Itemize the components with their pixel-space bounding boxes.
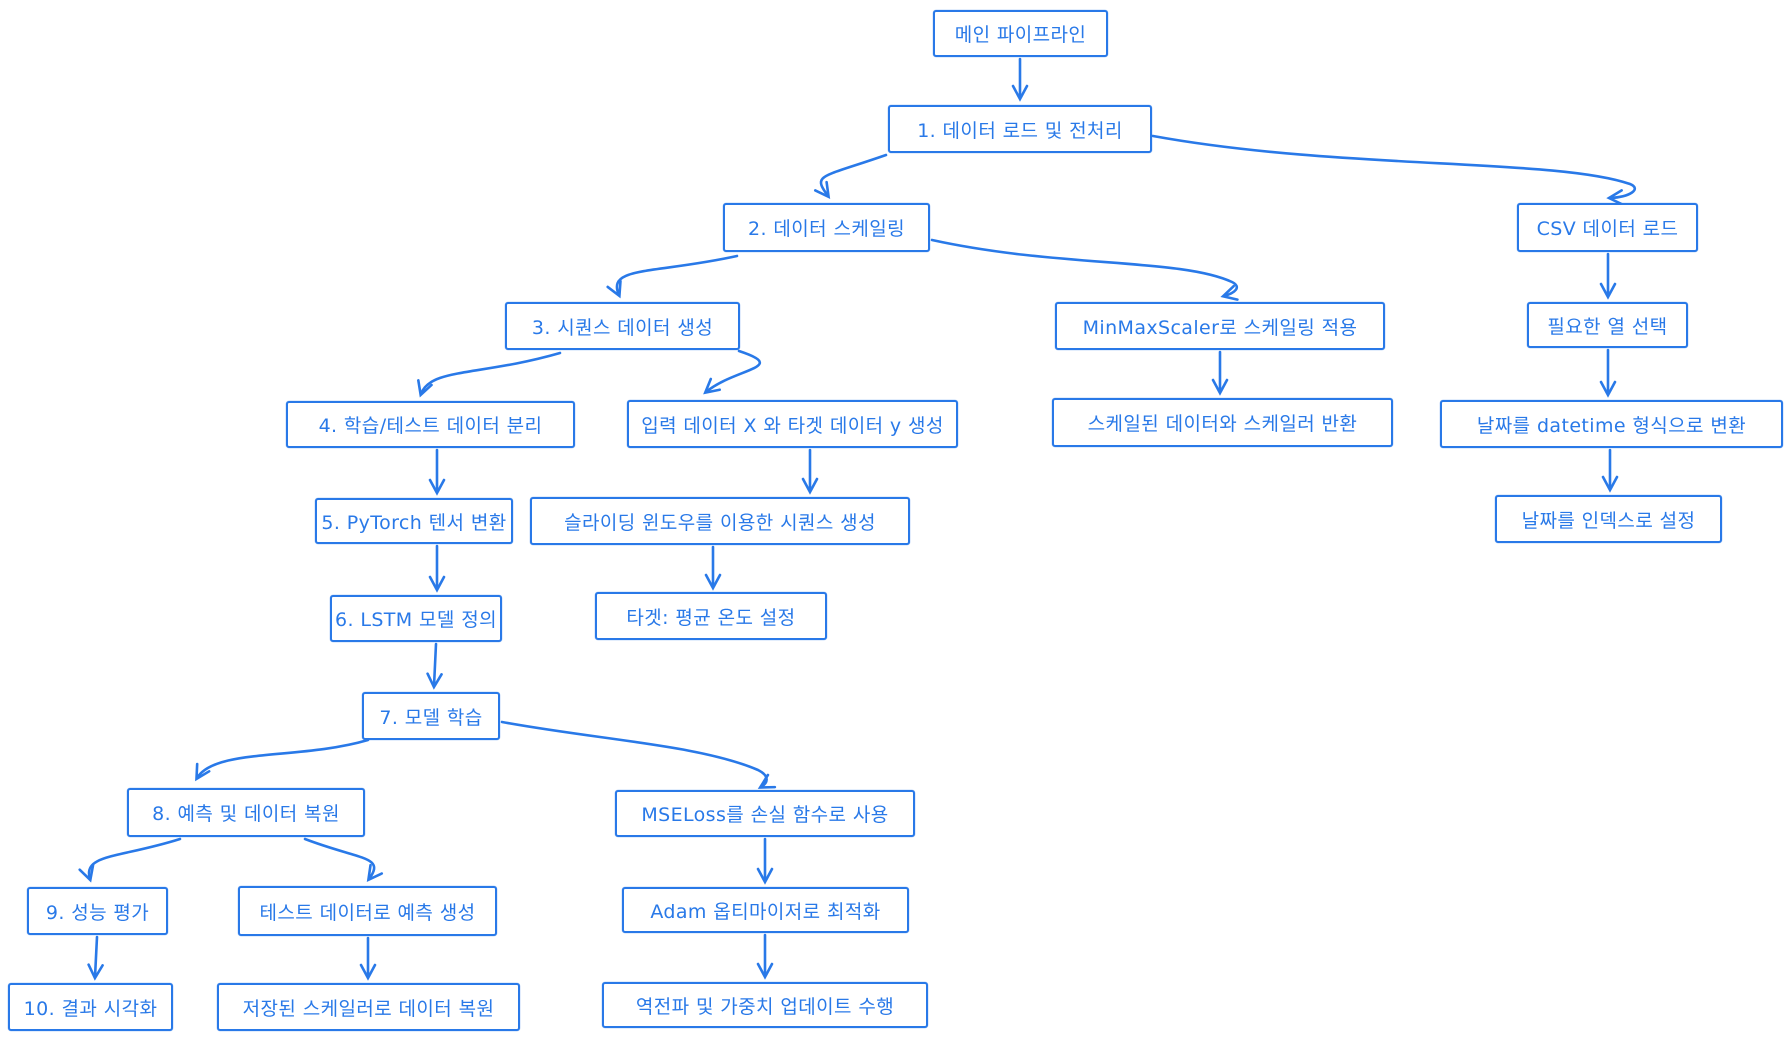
arrow-n3-to-n4[interactable] bbox=[417, 351, 562, 398]
arrow-n3-to-xy[interactable] bbox=[703, 349, 762, 395]
arrow-n7-to-mse[interactable] bbox=[500, 720, 777, 789]
flow-node-label: 날짜를 datetime 형식으로 변환 bbox=[1476, 414, 1747, 437]
arrow-n1-to-n2[interactable] bbox=[813, 153, 888, 200]
flow-node-label: 1. 데이터 로드 및 전처리 bbox=[917, 119, 1123, 142]
flow-node-mse[interactable]: MSELoss를 손실 함수로 사용 bbox=[615, 790, 915, 837]
flow-node-label: 슬라이딩 윈도우를 이용한 시퀀스 생성 bbox=[564, 511, 876, 534]
flow-node-label: MinMaxScaler로 스케일링 적용 bbox=[1082, 316, 1358, 339]
flow-node-csv[interactable]: CSV 데이터 로드 bbox=[1517, 203, 1698, 252]
flow-node-label: 역전파 및 가중치 업데이트 수행 bbox=[635, 995, 895, 1018]
flow-node-label: 메인 파이프라인 bbox=[954, 24, 1087, 46]
arrow-n6-to-n7[interactable] bbox=[426, 642, 443, 690]
flow-node-main[interactable]: 메인 파이프라인 bbox=[933, 10, 1108, 57]
flow-node-n9[interactable]: 9. 성능 평가 bbox=[27, 887, 168, 935]
flow-node-label: 6. LSTM 모델 정의 bbox=[334, 609, 497, 631]
flow-node-label: 7. 모델 학습 bbox=[379, 706, 483, 729]
flow-node-label: 10. 결과 시각화 bbox=[23, 997, 158, 1020]
flow-node-xy[interactable]: 입력 데이터 X 와 타겟 데이터 y 생성 bbox=[627, 400, 958, 448]
flow-node-n7[interactable]: 7. 모델 학습 bbox=[362, 692, 500, 740]
arrow-n2-to-minmax[interactable] bbox=[930, 238, 1239, 301]
flow-node-adam[interactable]: Adam 옵티마이저로 최적화 bbox=[622, 887, 909, 933]
flow-node-n5[interactable]: 5. PyTorch 텐서 변환 bbox=[315, 498, 513, 544]
flow-node-label: 날짜를 인덱스로 설정 bbox=[1521, 509, 1696, 532]
flow-node-label: 타겟: 평균 온도 설정 bbox=[626, 606, 796, 629]
flow-node-scaled[interactable]: 스케일된 데이터와 스케일러 반환 bbox=[1052, 398, 1393, 447]
flow-node-label: 입력 데이터 X 와 타겟 데이터 y 생성 bbox=[641, 414, 944, 437]
flow-node-n1[interactable]: 1. 데이터 로드 및 전처리 bbox=[888, 105, 1152, 153]
flow-node-label: CSV 데이터 로드 bbox=[1536, 218, 1679, 240]
flow-node-n2[interactable]: 2. 데이터 스케일링 bbox=[723, 203, 930, 252]
flow-node-label: 3. 시퀀스 데이터 생성 bbox=[531, 316, 714, 339]
arrow-n9-to-n10[interactable] bbox=[87, 935, 104, 981]
flow-node-n3[interactable]: 3. 시퀀스 데이터 생성 bbox=[505, 302, 740, 350]
arrow-n8-to-n9[interactable] bbox=[78, 837, 182, 883]
arrow-n7-to-n8[interactable] bbox=[195, 738, 370, 782]
flow-node-cols[interactable]: 필요한 열 선택 bbox=[1527, 302, 1688, 348]
flow-node-label: 4. 학습/테스트 데이터 분리 bbox=[318, 415, 543, 437]
flow-node-label: MSELoss를 손실 함수로 사용 bbox=[641, 804, 889, 826]
flow-node-n8[interactable]: 8. 예측 및 데이터 복원 bbox=[127, 788, 365, 837]
flow-node-label: 2. 데이터 스케일링 bbox=[748, 218, 905, 240]
flow-node-pred[interactable]: 테스트 데이터로 예측 생성 bbox=[238, 886, 497, 936]
flow-node-label: 8. 예측 및 데이터 복원 bbox=[152, 803, 340, 825]
flow-node-n6[interactable]: 6. LSTM 모델 정의 bbox=[330, 595, 502, 642]
flow-node-label: 9. 성능 평가 bbox=[45, 901, 150, 924]
flow-node-minmax[interactable]: MinMaxScaler로 스케일링 적용 bbox=[1055, 302, 1385, 350]
arrow-n2-to-n3[interactable] bbox=[606, 254, 739, 299]
arrow-n8-to-pred[interactable] bbox=[303, 837, 384, 883]
flow-node-slide[interactable]: 슬라이딩 윈도우를 이용한 시퀀스 생성 bbox=[530, 497, 910, 545]
flow-node-n10[interactable]: 10. 결과 시각화 bbox=[8, 983, 173, 1031]
flow-node-idx[interactable]: 날짜를 인덱스로 설정 bbox=[1495, 495, 1722, 543]
flow-node-n4[interactable]: 4. 학습/테스트 데이터 분리 bbox=[286, 401, 575, 448]
flow-node-label: 테스트 데이터로 예측 생성 bbox=[259, 901, 476, 924]
flow-node-target[interactable]: 타겟: 평균 온도 설정 bbox=[595, 592, 827, 640]
flow-node-label: Adam 옵티마이저로 최적화 bbox=[650, 900, 881, 923]
flow-node-label: 저장된 스케일러로 데이터 복원 bbox=[242, 997, 495, 1020]
arrow-n1-to-csv[interactable] bbox=[1151, 134, 1637, 206]
flow-node-label: 5. PyTorch 텐서 변환 bbox=[321, 511, 507, 534]
flow-node-label: 필요한 열 선택 bbox=[1547, 315, 1668, 338]
flow-node-restore[interactable]: 저장된 스케일러로 데이터 복원 bbox=[217, 983, 520, 1031]
flow-node-dt[interactable]: 날짜를 datetime 형식으로 변환 bbox=[1440, 400, 1783, 448]
flow-node-label: 스케일된 데이터와 스케일러 반환 bbox=[1087, 413, 1358, 435]
flow-node-backprop[interactable]: 역전파 및 가중치 업데이트 수행 bbox=[602, 982, 928, 1028]
